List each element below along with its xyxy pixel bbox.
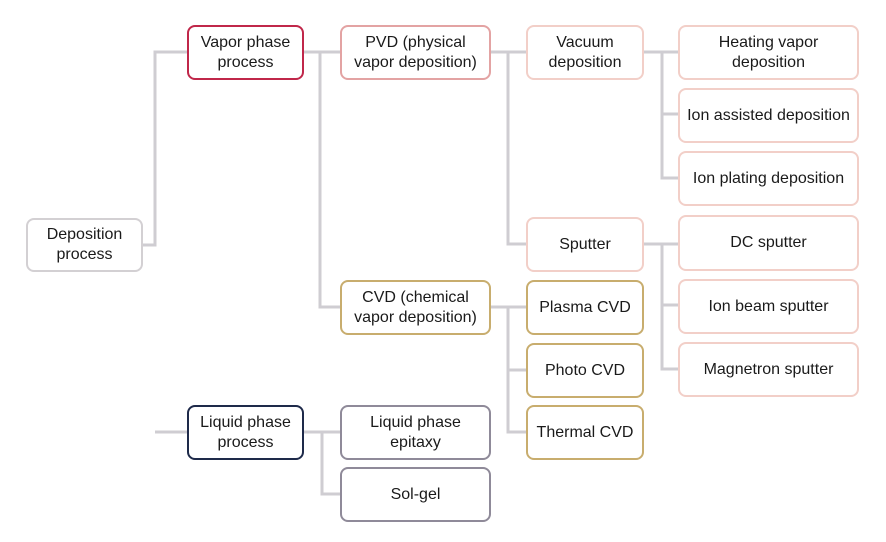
connector-liquid <box>303 430 340 496</box>
connector-cvd <box>490 305 527 434</box>
node-deposition-process: Deposition process <box>26 218 143 272</box>
node-liquid-phase-process: Liquid phase process <box>187 405 304 460</box>
node-sol-gel: Sol-gel <box>340 467 491 522</box>
node-ion-plating-deposition: Ion plating deposition <box>678 151 859 206</box>
node-dc-sputter: DC sputter <box>678 215 859 271</box>
node-cvd: CVD (chemical vapor deposition) <box>340 280 491 335</box>
node-vacuum-deposition: Vacuum deposition <box>526 25 644 80</box>
node-thermal-cvd: Thermal CVD <box>526 405 644 460</box>
node-pvd: PVD (physical vapor deposition) <box>340 25 491 80</box>
node-plasma-cvd: Plasma CVD <box>526 280 644 335</box>
connector-vapor <box>303 50 340 309</box>
connector-pvd <box>490 50 527 246</box>
node-ion-assisted-deposition: Ion assisted deposition <box>678 88 859 143</box>
connector-vacuum <box>643 50 679 180</box>
node-magnetron-sputter: Magnetron sputter <box>678 342 859 397</box>
node-sputter: Sputter <box>526 217 644 272</box>
node-ion-beam-sputter: Ion beam sputter <box>678 279 859 334</box>
node-heating-vapor-deposition: Heating vapor deposition <box>678 25 859 80</box>
node-photo-cvd: Photo CVD <box>526 343 644 398</box>
node-vapor-phase-process: Vapor phase process <box>187 25 304 80</box>
node-liquid-phase-epitaxy: Liquid phase epitaxy <box>340 405 491 460</box>
connector-sputter <box>643 242 679 371</box>
connector-root <box>142 50 188 434</box>
